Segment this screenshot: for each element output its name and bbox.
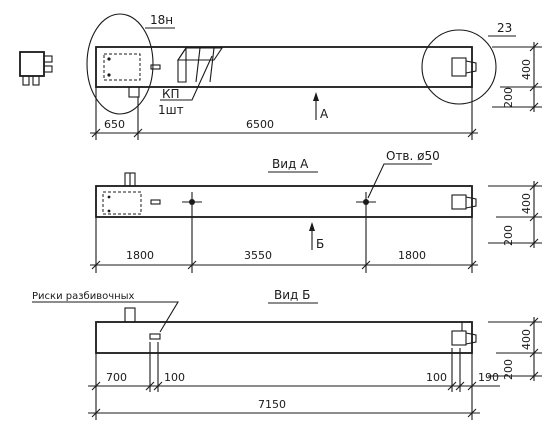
dim-700: 700 [106,371,127,384]
end-block [103,53,141,81]
embedded-plates [176,46,224,83]
dim-7150: 7150 [258,398,286,411]
hole-label: Отв. ø50 [386,149,440,163]
hole-right [356,192,376,212]
plan-right-dimensions [492,42,542,112]
dim-100-left: 100 [164,371,185,384]
dim-400-top: 400 [520,59,533,80]
dim-1800-right: 1800 [398,249,426,262]
view-b-title: Вид Б [274,288,310,302]
dim-1800-left: 1800 [126,249,154,262]
view-b-arrow [309,222,315,250]
kp-qty: 1шт [158,103,184,117]
view-a-letter: А [320,107,329,121]
view-a-title: Вид А [272,157,309,171]
dim-6500: 6500 [246,118,274,131]
mark-23: 23 [497,21,512,35]
dim-650: 650 [104,118,125,131]
view-b-dimensions [88,342,500,420]
view-b-letter: Б [316,237,324,251]
hole-left [182,192,202,212]
view-a-dimensions [90,212,478,273]
dim-200-bot: 200 [502,359,515,380]
beam-view-a [95,185,473,218]
callout-23 [421,29,497,105]
callout-18n [86,13,154,115]
view-a-right-dimensions [488,181,542,248]
dim-200-mid: 200 [502,225,515,246]
view-a: Вид А Отв. ø50 Б [90,149,542,273]
dim-200-top: 200 [502,87,515,108]
view-b-right-dimensions [488,317,542,381]
beam-plan [95,46,473,88]
dim-400-mid: 400 [520,193,533,214]
cross-section-icon [19,51,53,86]
plan-view: 18н 23 КП 1шт А 650 6500 [19,13,542,140]
view-b: Вид Б Риски разбивочных [32,288,542,420]
beam-view-b [95,321,473,354]
plan-dimensions [90,87,478,140]
kp-label: КП [162,87,180,101]
view-a-arrow [313,92,319,120]
dim-100-right: 100 [426,371,447,384]
dim-190: 190 [478,371,499,384]
mark-18n: 18н [150,13,173,27]
dim-400-bot: 400 [520,329,533,350]
risks-label: Риски разбивочных [32,291,135,302]
dim-3550: 3550 [244,249,272,262]
